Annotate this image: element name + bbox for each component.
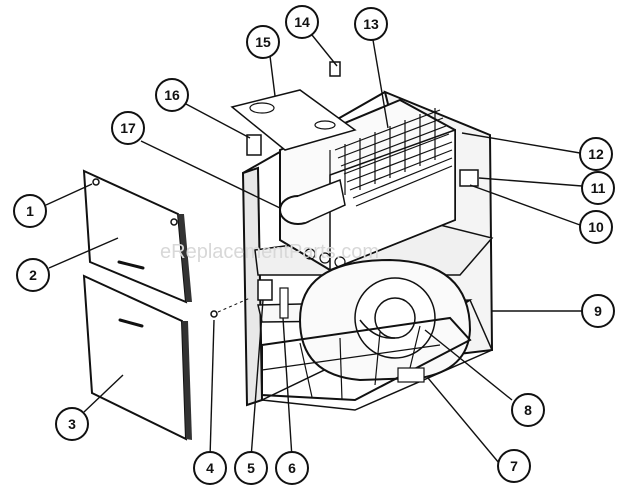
part-7-bracket <box>397 367 425 383</box>
svg-text:16: 16 <box>164 87 180 103</box>
heat-exchanger <box>279 98 456 272</box>
callout-2: 2 <box>16 258 50 292</box>
svg-text:15: 15 <box>255 34 271 50</box>
svg-text:12: 12 <box>588 146 604 162</box>
callout-8: 8 <box>511 393 545 427</box>
watermark-text: eReplacementParts.com <box>160 241 379 263</box>
part-6-bracket <box>279 287 289 319</box>
svg-text:8: 8 <box>524 402 532 418</box>
svg-text:7: 7 <box>510 458 518 474</box>
callout-14: 14 <box>285 5 319 39</box>
svg-text:1: 1 <box>26 203 34 219</box>
callout-6: 6 <box>275 451 309 485</box>
callout-1: 1 <box>13 194 47 228</box>
part-4-screw <box>210 310 218 318</box>
callout-12: 12 <box>579 137 613 171</box>
upper-door-panel <box>82 169 192 304</box>
part-5-control <box>257 279 273 301</box>
callout-11: 11 <box>581 171 615 205</box>
svg-text:5: 5 <box>247 460 255 476</box>
callout-4: 4 <box>193 451 227 485</box>
svg-text:4: 4 <box>206 460 214 476</box>
svg-text:2: 2 <box>29 267 37 283</box>
svg-text:9: 9 <box>594 303 602 319</box>
part-11-switch <box>459 169 479 187</box>
svg-text:3: 3 <box>68 416 76 432</box>
svg-text:11: 11 <box>591 180 606 196</box>
callout-3: 3 <box>55 407 89 441</box>
callout-13: 13 <box>354 7 388 41</box>
callout-16: 16 <box>155 78 189 112</box>
callout-10: 10 <box>579 210 613 244</box>
callout-17: 17 <box>111 111 145 145</box>
svg-text:17: 17 <box>120 120 136 136</box>
callout-15: 15 <box>246 25 280 59</box>
top-cover-plate <box>230 89 357 151</box>
leader-lines <box>45 34 583 464</box>
callout-5: 5 <box>234 451 268 485</box>
svg-text:14: 14 <box>294 14 310 30</box>
svg-text:13: 13 <box>363 16 379 32</box>
blower-assembly <box>298 258 472 382</box>
part-14-sensor <box>329 61 341 77</box>
svg-text:10: 10 <box>588 219 604 235</box>
lower-door-panel <box>82 274 192 441</box>
callout-9: 9 <box>581 294 615 328</box>
callout-7: 7 <box>497 449 531 483</box>
svg-text:6: 6 <box>288 460 296 476</box>
part-16-switch <box>246 134 262 156</box>
